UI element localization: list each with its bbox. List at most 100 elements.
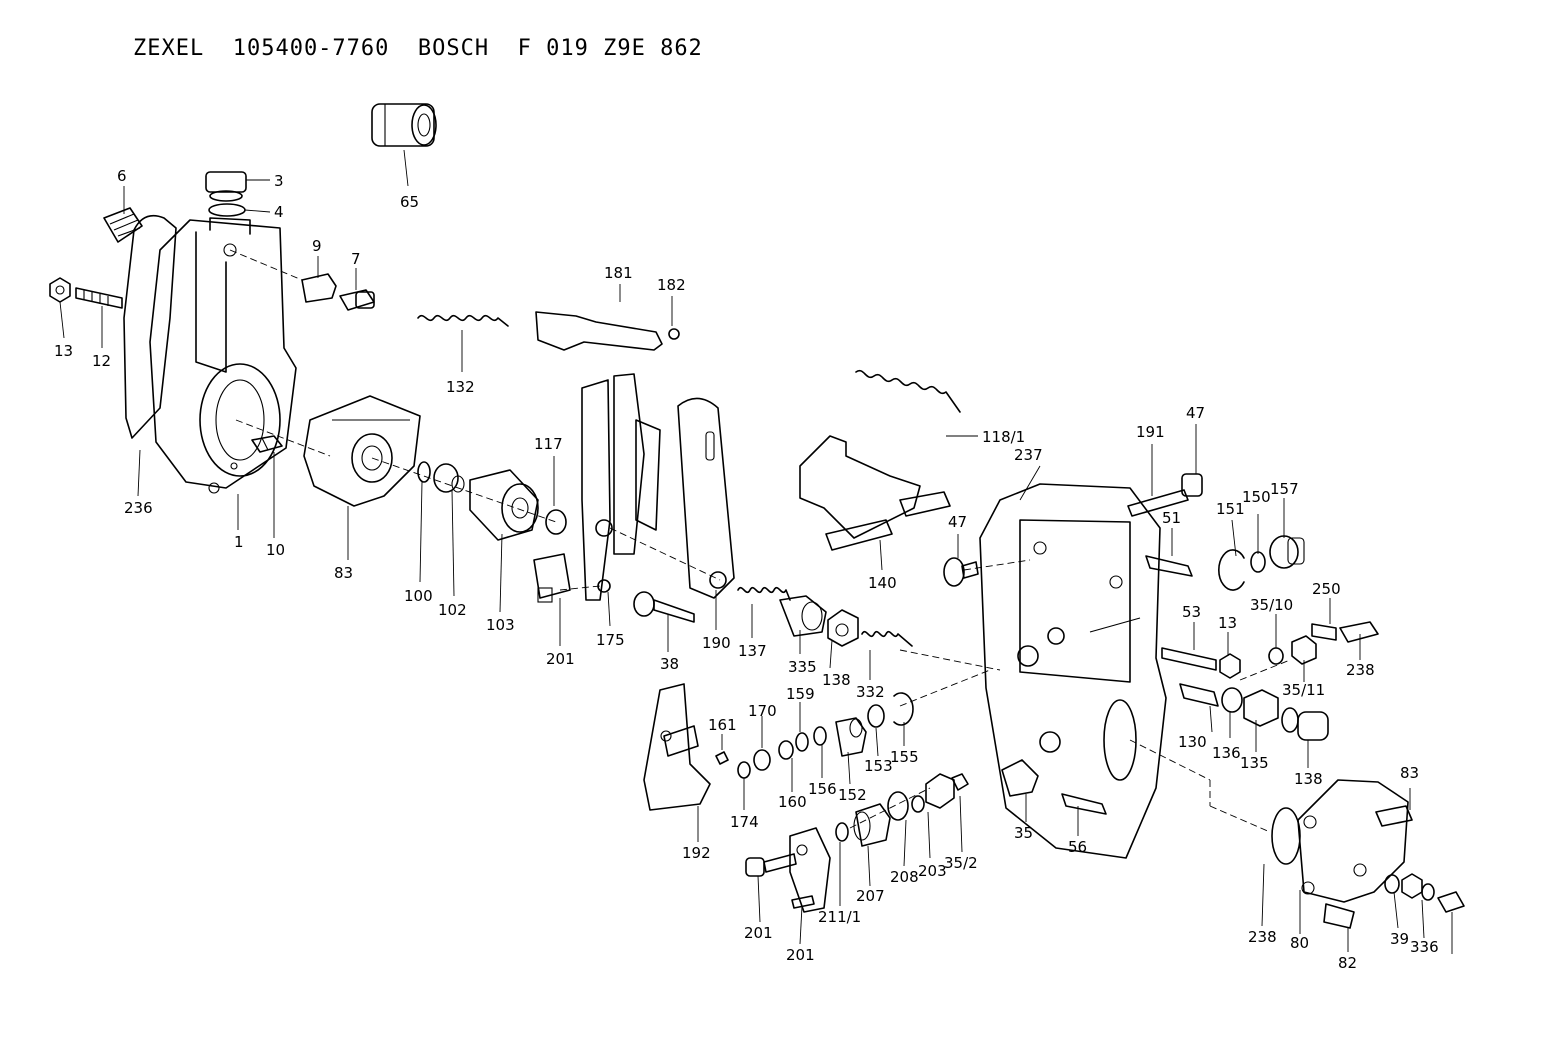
part-152-ring-lower-drawing <box>867 704 885 728</box>
part-83-screw-drawing <box>1375 805 1413 827</box>
callout-label: 13 <box>1218 614 1237 632</box>
callout-label: 103 <box>486 616 515 634</box>
callout-labels: 3 4 6 1 7 9 10 12 13 65 132 181 182 236 … <box>54 167 1439 972</box>
callout-label: 3 <box>274 172 284 190</box>
callout-label: 201 <box>546 650 575 668</box>
part-100-weight-drawing <box>303 395 421 507</box>
part-35-2-fitting-drawing <box>925 773 969 809</box>
part-151-sleeve-drawing <box>835 717 867 757</box>
part-154-ring-drawing <box>813 726 827 746</box>
part-153-circlip-lower-drawing <box>893 692 914 726</box>
callout-label: 203 <box>918 862 947 880</box>
callout-label: 191 <box>1136 423 1165 441</box>
callout-label: 192 <box>682 844 711 862</box>
callout-label: 38 <box>660 655 679 673</box>
part-159-pin-drawing <box>715 751 729 765</box>
part-237-pump-body-drawing <box>979 483 1167 859</box>
part-13-nut-left-drawing <box>49 277 71 303</box>
callout-label: 35/10 <box>1250 596 1293 614</box>
part-10-screw-drawing <box>251 435 283 453</box>
callout-label: 83 <box>1400 764 1419 782</box>
callout-label: 135 <box>1240 754 1269 772</box>
callout-label: 132 <box>446 378 475 396</box>
callout-label: 152 <box>838 786 867 804</box>
callout-label: 130 <box>1178 733 1207 751</box>
part-1-housing-drawing <box>149 217 297 494</box>
part-182-pin-drawing <box>1127 489 1189 517</box>
part-65-fitting-drawing <box>371 103 437 147</box>
part-211-1-washer-drawing <box>835 822 849 842</box>
part-38-bolt-drawing <box>633 591 695 623</box>
part-51-screw-drawing <box>1145 555 1193 577</box>
callout-label: 83 <box>334 564 353 582</box>
callout-label: 138 <box>1294 770 1323 788</box>
part-175-clip-drawing <box>668 328 680 340</box>
part-250-screw-drawing <box>1339 621 1379 643</box>
part-7-screw-drawing <box>339 289 375 311</box>
part-12-stud-drawing <box>75 287 123 309</box>
callout-label: 35 <box>1014 824 1033 842</box>
callout-label: 170 <box>748 702 777 720</box>
callout-label: 138 <box>822 671 851 689</box>
part-132-spring-drawing <box>417 314 509 327</box>
callout-label: 51 <box>1162 509 1181 527</box>
diagram-title: ZEXEL 105400-7760 BOSCH F 019 Z9E 862 <box>133 36 703 61</box>
part-35-10-washer-drawing <box>1268 647 1284 665</box>
callout-label: 182 <box>657 276 686 294</box>
callout-label: 100 <box>404 587 433 605</box>
part-47-plug-right-drawing <box>1181 473 1203 497</box>
callout-label: 238 <box>1346 661 1375 679</box>
part-138-cap-drawing <box>1281 707 1329 741</box>
callout-label: 211/1 <box>818 908 861 926</box>
leader-lines <box>59 149 1453 954</box>
callout-label: 161 <box>708 716 737 734</box>
part-191-plate-drawing <box>789 827 831 913</box>
callout-label: 336 <box>1410 938 1439 956</box>
callout-label: 9 <box>312 237 322 255</box>
callout-label: 250 <box>1312 580 1341 598</box>
part-155-washer-drawing <box>795 732 809 752</box>
part-160-washer-drawing <box>753 749 771 771</box>
callout-label: 175 <box>596 631 625 649</box>
callout-label: 53 <box>1182 603 1201 621</box>
callout-label: 35/11 <box>1282 681 1325 699</box>
callout-label: 102 <box>438 601 467 619</box>
part-136-nut-drawing <box>1243 689 1279 727</box>
part-80-cover-drawing <box>1297 779 1409 903</box>
callout-label: 80 <box>1290 934 1309 952</box>
callout-label: 136 <box>1212 744 1241 762</box>
part-335-washer-drawing <box>1421 883 1435 901</box>
callout-label: 13 <box>54 342 73 360</box>
part-137-washer-drawing <box>1221 687 1243 713</box>
callout-label: 157 <box>1270 480 1299 498</box>
callout-label: 6 <box>117 167 127 185</box>
part-6-screw-drawing <box>103 207 143 243</box>
part-103-sleeve-drawing <box>433 463 465 493</box>
part-56-screw-drawing <box>1061 793 1107 815</box>
part-157-plug-drawing <box>1269 535 1305 569</box>
part-153-circlip-drawing <box>1218 549 1245 591</box>
part-135-screw-drawing <box>1179 683 1219 707</box>
part-236-gasket-drawing <box>123 214 177 439</box>
part-13-nut-right-drawing <box>1219 653 1241 679</box>
part-207-block-drawing <box>533 553 571 603</box>
part-130-spring-drawing <box>855 369 961 413</box>
part-140-spring-drawing <box>737 586 791 601</box>
part-181-lever-drawing <box>677 397 735 599</box>
part-251-plate-drawing <box>1311 623 1337 641</box>
callout-label: 208 <box>890 868 919 886</box>
part-208-spring-drawing <box>887 791 909 821</box>
callout-label: 156 <box>808 780 837 798</box>
callout-label: 35/2 <box>944 854 978 872</box>
part-3-ring-drawing <box>208 203 246 217</box>
part-35-11-nut-drawing <box>1291 635 1317 665</box>
callout-label: 237 <box>1014 446 1043 464</box>
part-161-washer-drawing <box>737 761 751 779</box>
part-9-plate-drawing <box>301 273 337 303</box>
callout-label: 12 <box>92 352 111 370</box>
part-150-shaft-lever-drawing <box>799 435 951 551</box>
callout-label: 10 <box>266 541 285 559</box>
callout-label: 47 <box>948 513 967 531</box>
callout-label: 65 <box>400 193 419 211</box>
callout-label: 207 <box>856 887 885 905</box>
